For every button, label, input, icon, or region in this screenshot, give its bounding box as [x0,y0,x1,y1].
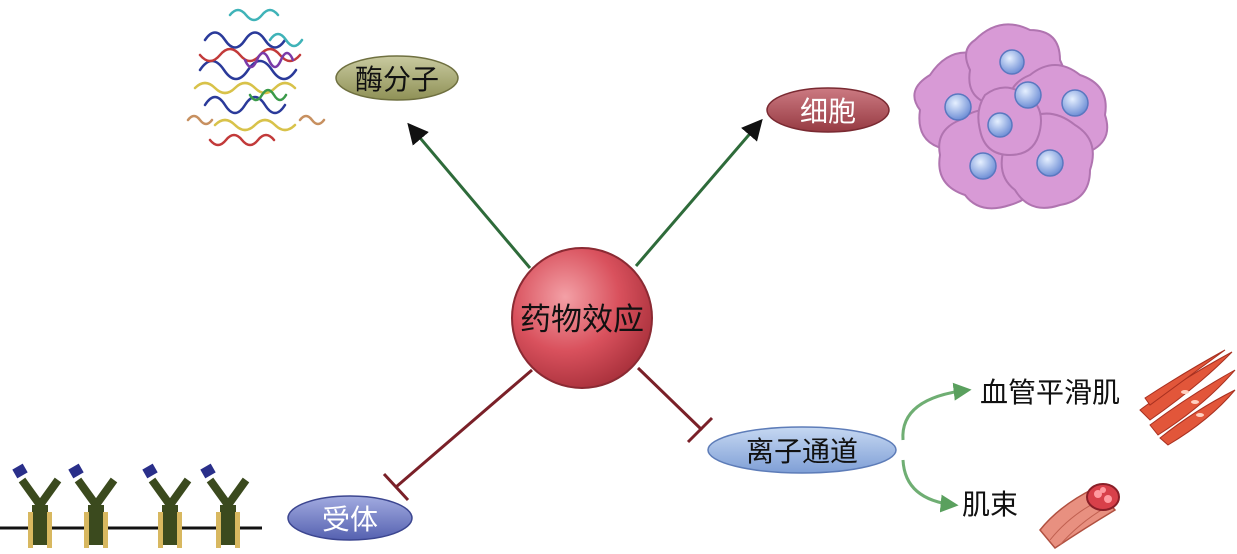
muscle-bundle-label: 肌束 [962,488,1018,521]
node-cell: 细胞 [766,87,890,133]
branch-arrow-muscle-bundle [901,459,959,513]
ion-channel-label: 离子通道 [746,435,858,468]
muscle-bundle-image [1039,483,1120,549]
node-ion-channel: 离子通道 [707,426,897,474]
cell-label: 细胞 [800,95,856,128]
protein-structure-image [186,8,326,147]
enzyme-label: 酶分子 [355,63,439,96]
receptor-icon [12,463,250,548]
branch-arrow-smooth-muscle [901,382,972,441]
receptor-label: 受体 [322,503,378,536]
center-node-drug-effect: 药物效应 [511,247,653,389]
smooth-muscle-label: 血管平滑肌 [980,376,1120,409]
center-label: 药物效应 [520,302,644,338]
smooth-muscle-image [1139,349,1236,446]
inhibition-line-channel [636,366,714,444]
receptors-image [0,463,262,548]
node-enzyme: 酶分子 [335,55,459,101]
activation-line-enzyme [407,122,532,269]
cells-cluster-image [913,23,1109,210]
inhibition-line-receptor [382,368,533,502]
activation-line-cell [634,118,763,267]
node-receptor: 受体 [287,495,413,541]
